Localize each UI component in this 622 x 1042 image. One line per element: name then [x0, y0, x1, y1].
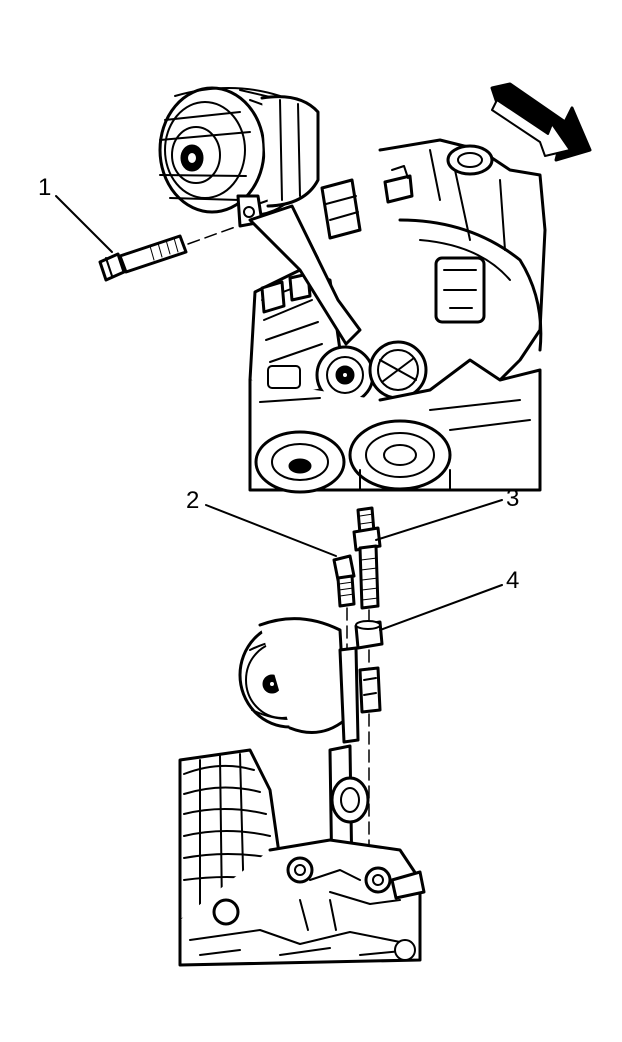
callout-3-leader: [375, 499, 503, 541]
callout-1-leader: [55, 195, 113, 253]
spacer-4: [354, 620, 384, 671]
stud-3: [352, 506, 382, 623]
engine-upper: [248, 138, 547, 494]
callout-4-leader: [379, 584, 503, 631]
callout-4: 4: [506, 567, 519, 594]
callout-1: 1: [38, 174, 51, 201]
generator-upper: [158, 86, 320, 228]
front-direction-arrow-icon: [490, 82, 592, 162]
bolt-1: [98, 225, 239, 282]
engine-lower: [178, 748, 426, 967]
callout-2-leader: [205, 504, 337, 557]
callout-3: 3: [506, 485, 519, 512]
generator-lower: [238, 617, 347, 734]
callout-2: 2: [186, 487, 199, 514]
